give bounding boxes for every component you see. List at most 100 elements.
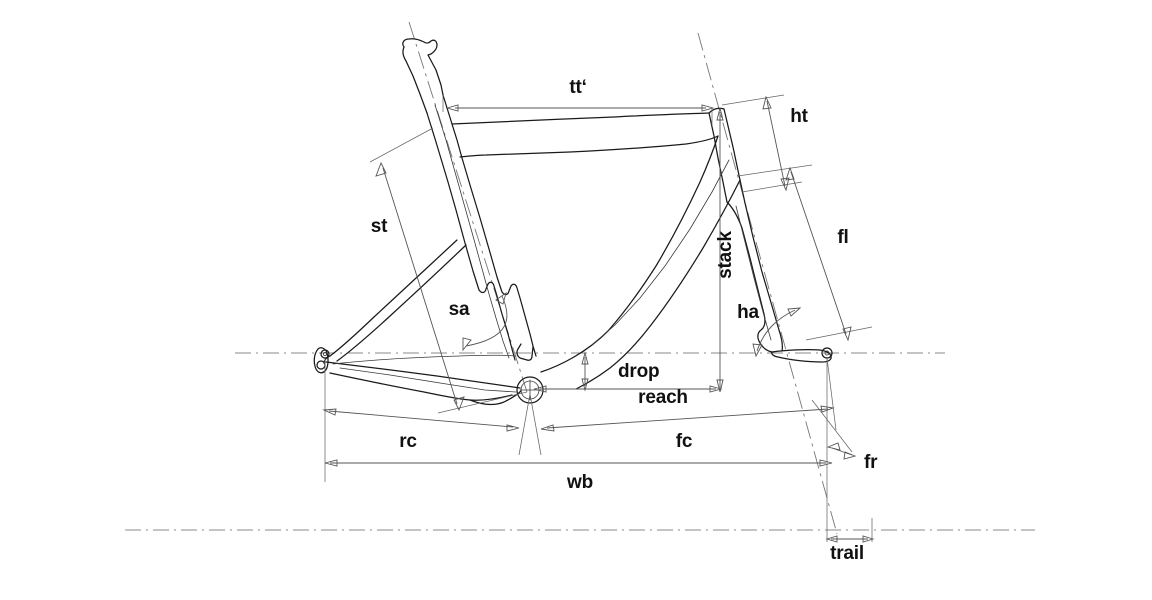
label-tt: tt‘ xyxy=(569,77,586,98)
trail-arrow-left xyxy=(825,535,838,543)
fr-ext-axis xyxy=(811,399,853,453)
stack-arrow-bottom xyxy=(716,379,724,393)
fc-dim-line xyxy=(546,408,829,429)
ht-ext-bottom xyxy=(741,181,803,193)
ht-arrow-bottom xyxy=(780,177,790,192)
chain-stay-upper-edge xyxy=(325,361,521,389)
dimension-reach: reach xyxy=(533,385,723,408)
steerer-axis xyxy=(697,32,838,535)
fl-arrow-top xyxy=(785,166,795,181)
dimension-trail: trail xyxy=(825,358,875,564)
drop-arrow-bottom xyxy=(581,378,589,392)
fork-blade-seam xyxy=(735,205,772,341)
sa-arrow-up xyxy=(495,291,507,305)
fl-ext-top xyxy=(737,164,813,177)
bicycle-frame-drawing xyxy=(313,38,833,406)
seat-stay-lower-edge xyxy=(336,244,467,362)
ht-ext-top xyxy=(721,94,785,106)
dimension-ht: ht xyxy=(721,94,809,193)
rear-dropout-bolt xyxy=(316,360,326,370)
dimension-drop: drop xyxy=(581,351,660,392)
stack-arrow-top xyxy=(716,107,724,121)
seat-tube-seam xyxy=(434,104,510,359)
reach-arrow-left xyxy=(533,385,547,393)
rc-ext-right xyxy=(518,393,531,456)
label-wb: wb xyxy=(566,472,593,493)
seatpost-clamp xyxy=(402,38,444,96)
st-ext-top xyxy=(369,127,434,163)
ha-arrow-up xyxy=(787,307,802,317)
drop-arrow-top xyxy=(581,351,589,365)
st-dim-line xyxy=(382,167,458,405)
down-tube-lower-edge xyxy=(575,179,741,390)
seat-tube-right-edge xyxy=(442,94,537,357)
dimension-ha: ha xyxy=(737,302,802,358)
reach-arrow-right xyxy=(709,385,723,393)
dimension-st: st xyxy=(369,127,528,414)
fc-ext-right xyxy=(826,357,837,431)
fl-dim-line xyxy=(790,171,847,335)
chain-stay-seam xyxy=(339,367,517,393)
head-tube-front-edge xyxy=(723,108,746,204)
label-rc: rc xyxy=(399,431,417,452)
down-tube-upper-edge xyxy=(540,135,719,373)
label-fr: fr xyxy=(864,452,878,473)
wb-arrow-left xyxy=(324,459,338,467)
wb-arrow-right xyxy=(819,459,833,467)
label-drop: drop xyxy=(618,361,659,382)
label-fl: fl xyxy=(837,227,848,248)
label-reach: reach xyxy=(638,387,688,408)
fork-blade-front-edge xyxy=(744,202,783,352)
fl-ext-bottom xyxy=(805,326,873,341)
ha-arrow-down xyxy=(752,343,763,358)
fl-arrow-bottom xyxy=(842,326,852,342)
tt-arrow-left xyxy=(445,104,459,112)
rear-triangle-inner xyxy=(332,354,517,365)
bottom-bracket-shell xyxy=(516,376,544,404)
fc-ext-left xyxy=(529,393,542,456)
fork-blade-back-edge xyxy=(726,201,773,353)
seatpost-left-edge xyxy=(402,46,428,114)
rc-dim-line xyxy=(328,410,514,428)
label-st: st xyxy=(371,216,388,237)
reference-lines xyxy=(125,21,1035,535)
chain-stay-lower-edge xyxy=(329,372,513,401)
fr-arrow-b xyxy=(843,451,857,460)
top-tube-lower-edge xyxy=(459,135,719,158)
front-dropout xyxy=(771,348,832,363)
dimension-fr: fr xyxy=(811,399,878,473)
st-arrow-bottom xyxy=(453,396,465,412)
st-ext-bottom xyxy=(437,391,528,414)
dimension-wb: wb xyxy=(324,459,833,493)
ht-arrow-top xyxy=(762,95,772,110)
rear-axle-center xyxy=(322,351,327,356)
seat-tube-left-edge xyxy=(426,112,516,361)
label-stack: stack xyxy=(715,231,736,279)
rc-arrow-left xyxy=(322,408,337,416)
seat-stay-upper-edge xyxy=(329,239,458,357)
fc-arrow-left xyxy=(540,424,555,432)
rc-arrow-right xyxy=(506,424,520,432)
ha-angle-arc xyxy=(756,309,796,352)
sa-arrow-down xyxy=(462,337,472,352)
label-ht: ht xyxy=(790,106,808,127)
dimension-tt: tt‘ xyxy=(442,77,715,125)
seat-stay-bridge-detail xyxy=(516,343,534,361)
top-tube-upper-edge xyxy=(451,112,710,125)
label-ha: ha xyxy=(737,302,759,323)
dimension-rc: rc xyxy=(322,358,531,482)
down-tube-seam-a xyxy=(591,159,730,346)
dimension-fl: fl xyxy=(737,164,873,342)
head-tube-top-cap xyxy=(708,107,725,114)
dimension-sa: sa xyxy=(449,291,508,352)
bb-junction-fairing xyxy=(469,390,522,406)
label-sa: sa xyxy=(449,299,470,320)
head-tube-back-edge xyxy=(708,112,728,203)
st-arrow-top xyxy=(375,161,387,177)
tt-arrow-right xyxy=(701,104,715,112)
trail-arrow-right xyxy=(862,535,875,543)
label-trail: trail xyxy=(830,543,864,564)
dimension-stack: stack xyxy=(715,107,736,393)
